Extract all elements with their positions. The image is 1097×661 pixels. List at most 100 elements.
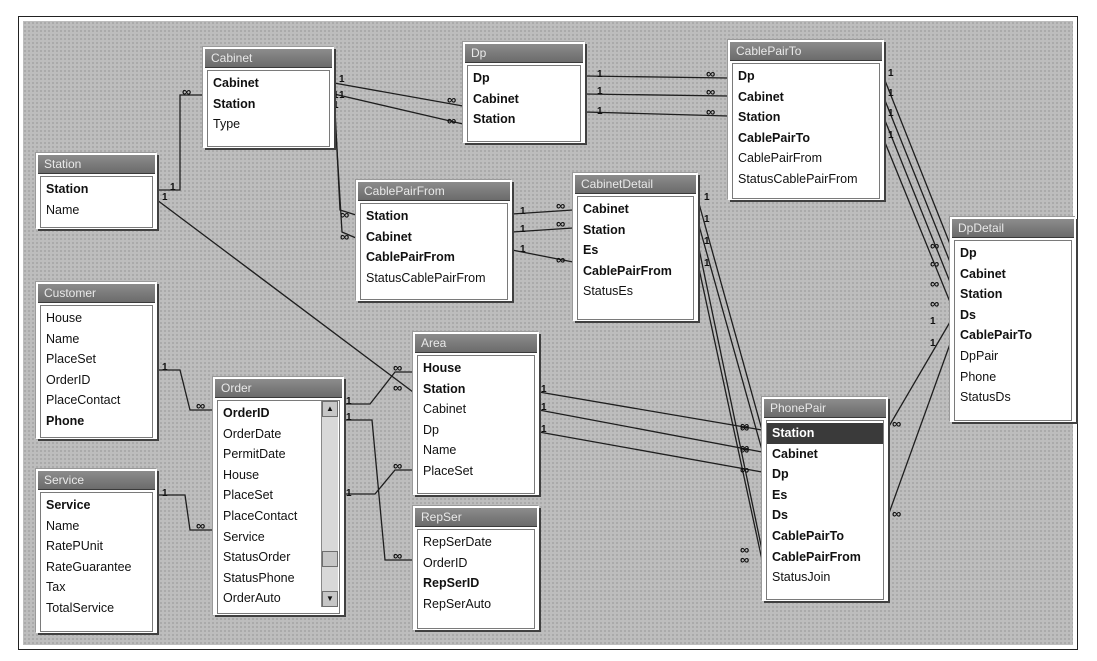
field-orderid[interactable]: OrderID [41,370,152,391]
field-name[interactable]: Name [41,516,152,537]
field-station[interactable]: Station [733,107,879,128]
field-es[interactable]: Es [767,485,883,506]
field-station[interactable]: Station [418,379,534,400]
vertical-scrollbar[interactable]: ▲▼ [321,401,338,607]
field-type[interactable]: Type [208,114,329,135]
table-title[interactable]: Cabinet [205,49,332,68]
table-title[interactable]: RepSer [415,508,537,527]
field-cablepairto[interactable]: CablePairTo [955,325,1071,346]
field-cablepairfrom[interactable]: CablePairFrom [578,261,693,282]
field-cabinet[interactable]: Cabinet [733,87,879,108]
scroll-up-icon[interactable]: ▲ [322,401,338,417]
field-cablepairfrom[interactable]: CablePairFrom [361,247,507,268]
field-name[interactable]: Name [41,329,152,350]
field-dp[interactable]: Dp [468,68,580,89]
scroll-down-icon[interactable]: ▼ [322,591,338,607]
field-statusjoin[interactable]: StatusJoin [767,567,883,588]
table-title[interactable]: CablePairFrom [358,182,510,201]
table-title[interactable]: Dp [465,44,583,63]
field-totalservice[interactable]: TotalService [41,598,152,619]
field-house[interactable]: House [41,308,152,329]
scroll-thumb[interactable] [322,551,338,567]
table-service[interactable]: ServiceServiceNameRatePUnitRateGuarantee… [36,469,157,633]
table-title[interactable]: CabinetDetail [575,175,696,194]
field-orderid[interactable]: OrderID [418,553,534,574]
field-repserdate[interactable]: RepSerDate [418,532,534,553]
field-cablepairto[interactable]: CablePairTo [767,526,883,547]
field-house[interactable]: House [418,358,534,379]
table-title[interactable]: Station [38,155,155,174]
field-cabinet[interactable]: Cabinet [767,444,883,465]
field-dp[interactable]: Dp [418,420,534,441]
table-title[interactable]: CablePairTo [730,42,882,61]
field-phone[interactable]: Phone [41,411,152,432]
field-statuses[interactable]: StatusEs [578,281,693,302]
field-rateguarantee[interactable]: RateGuarantee [41,557,152,578]
field-dp[interactable]: Dp [733,66,879,87]
field-repserid[interactable]: RepSerID [418,573,534,594]
field-station[interactable]: Station [361,206,507,227]
field-statuscablepairfrom[interactable]: StatusCablePairFrom [361,268,507,289]
field-cablepairfrom[interactable]: CablePairFrom [733,148,879,169]
field-list[interactable]: CabinetStationEsCablePairFromStatusEs [577,196,694,320]
field-station[interactable]: Station [468,109,580,130]
table-title[interactable]: DpDetail [952,219,1074,238]
table-title[interactable]: Customer [38,284,155,303]
field-repserauto[interactable]: RepSerAuto [418,594,534,615]
field-cabinet[interactable]: Cabinet [208,73,329,94]
field-station[interactable]: Station [208,94,329,115]
field-ratepunit[interactable]: RatePUnit [41,536,152,557]
table-title[interactable]: PhonePair [764,399,886,418]
field-cabinet[interactable]: Cabinet [468,89,580,110]
field-station[interactable]: Station [955,284,1071,305]
field-dppair[interactable]: DpPair [955,346,1071,367]
field-service[interactable]: Service [41,495,152,516]
table-title[interactable]: Service [38,471,155,490]
field-placeset[interactable]: PlaceSet [41,349,152,370]
field-ds[interactable]: Ds [955,305,1071,326]
field-statusds[interactable]: StatusDs [955,387,1071,408]
field-station[interactable]: Station [767,423,883,444]
field-placecontact[interactable]: PlaceContact [41,390,152,411]
field-cabinet[interactable]: Cabinet [418,399,534,420]
field-ds[interactable]: Ds [767,505,883,526]
table-title[interactable]: Area [415,334,537,353]
field-es[interactable]: Es [578,240,693,261]
field-station[interactable]: Station [41,179,152,200]
field-station[interactable]: Station [578,220,693,241]
field-cabinet[interactable]: Cabinet [361,227,507,248]
field-dp[interactable]: Dp [955,243,1071,264]
field-cablepairfrom[interactable]: CablePairFrom [767,547,883,568]
field-cabinet[interactable]: Cabinet [578,199,693,220]
field-cablepairto[interactable]: CablePairTo [733,128,879,149]
field-phone[interactable]: Phone [955,367,1071,388]
table-title[interactable]: Order [215,379,342,398]
field-dp[interactable]: Dp [767,464,883,485]
field-statuscablepairfrom[interactable]: StatusCablePairFrom [733,169,879,190]
field-name[interactable]: Name [418,440,534,461]
field-placeset[interactable]: PlaceSet [418,461,534,482]
field-cabinet[interactable]: Cabinet [955,264,1071,285]
